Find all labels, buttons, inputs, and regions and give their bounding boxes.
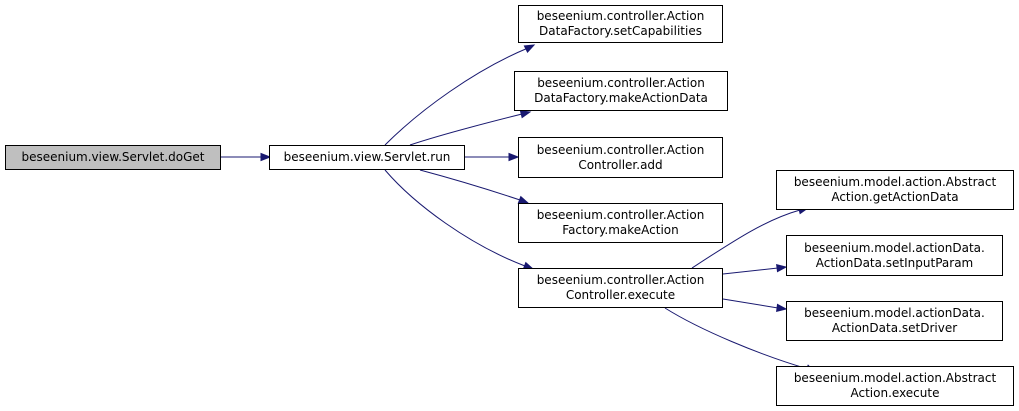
arrowhead [523, 44, 536, 54]
node-set-input-param[interactable]: beseenium.model.actionData. ActionData.s… [786, 235, 1003, 276]
node-servlet-doget: beseenium.view.Servlet.doGet [5, 145, 221, 170]
node-get-action-data-line-1: beseenium.model.action.Abstract [793, 175, 997, 189]
edge-doget-to-run [221, 152, 272, 162]
node-get-action-data[interactable]: beseenium.model.action.Abstract Action.g… [776, 170, 1014, 210]
node-make-action-line-2: Factory.makeAction [562, 223, 679, 237]
node-set-input-param-line-1: beseenium.model.actionData. [804, 240, 985, 255]
edge-run-to-setcap [384, 44, 536, 146]
node-get-action-data-line-2: Action.getActionData [831, 190, 959, 204]
arrowhead [260, 152, 272, 162]
node-abstract-execute[interactable]: beseenium.model.action.Abstract Action.e… [776, 366, 1014, 406]
node-set-driver-line-1: beseenium.model.actionData. [804, 306, 985, 320]
node-controller-execute-line-1: beseenium.controller.Action [536, 273, 705, 287]
edge-ctrlexecute-to-setdriver [722, 298, 788, 313]
node-set-capabilities[interactable]: beseenium.controller.Action DataFactory.… [518, 5, 723, 43]
node-make-action-data-line-2: DataFactory.makeActionData [534, 91, 708, 105]
node-set-driver-line-2: ActionData.setDriver [831, 321, 958, 335]
node-abstract-execute-line-2: Action.execute [850, 386, 940, 400]
edge-run-to-makeactiondata [409, 110, 532, 146]
node-controller-add[interactable]: beseenium.controller.Action Controller.a… [518, 137, 723, 178]
node-make-action[interactable]: beseenium.controller.Action Factory.make… [518, 203, 723, 243]
arrowhead [776, 303, 788, 313]
node-servlet-run-line-1: beseenium.view.Servlet.run [283, 150, 451, 164]
node-abstract-execute-line-1: beseenium.model.action.Abstract [793, 371, 997, 385]
node-controller-execute[interactable]: beseenium.controller.Action Controller.e… [518, 268, 723, 308]
edge-run-to-add [465, 152, 520, 162]
arrowhead [508, 152, 520, 162]
node-set-driver[interactable]: beseenium.model.actionData. ActionData.s… [786, 301, 1003, 341]
node-controller-add-line-2: Controller.add [578, 157, 663, 172]
node-servlet-doget-line-1: beseenium.view.Servlet.doGet [21, 150, 205, 164]
edge-ctrlexecute-to-setinputparam [722, 263, 788, 275]
arrowhead [519, 110, 532, 119]
arrowhead [776, 263, 788, 273]
node-controller-execute-line-2: Controller.execute [565, 288, 676, 302]
node-set-capabilities-line-1: beseenium.controller.Action [536, 9, 705, 23]
node-make-action-line-1: beseenium.controller.Action [536, 208, 705, 222]
node-set-input-param-line-2: ActionData.setInputParam [815, 255, 974, 270]
node-make-action-data-line-1: beseenium.controller.Action [537, 76, 705, 90]
edge-run-to-makeaction [419, 169, 530, 204]
node-make-action-data[interactable]: beseenium.controller.Action DataFactory.… [514, 71, 728, 111]
node-servlet-run[interactable]: beseenium.view.Servlet.run [269, 145, 465, 170]
edge-run-to-ctrlexecute [384, 169, 535, 270]
node-controller-add-line-1: beseenium.controller.Action [536, 142, 705, 157]
node-set-capabilities-line-2: DataFactory.setCapabilities [539, 24, 702, 38]
